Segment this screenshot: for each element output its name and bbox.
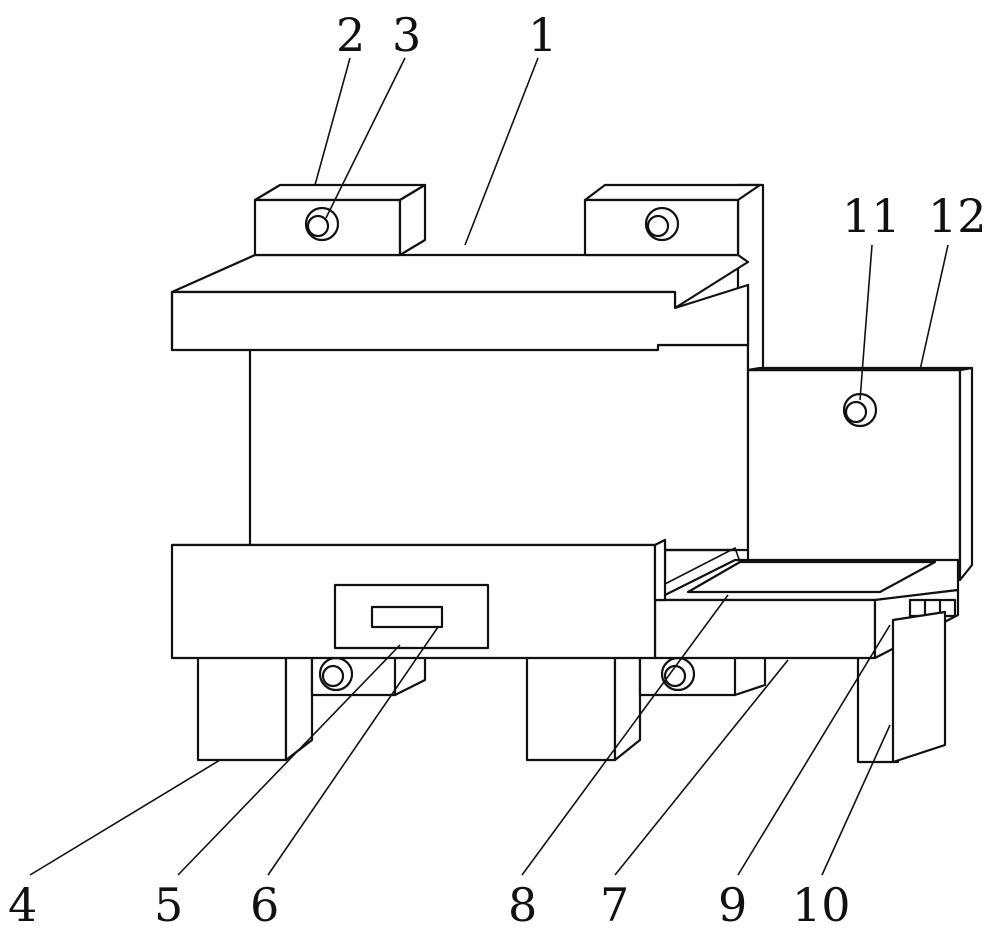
label-5: 5 [154, 878, 184, 932]
leg-front-left [196, 653, 314, 762]
bolt-leg-mid [660, 656, 696, 692]
bolt-top-left [304, 206, 340, 242]
label-3: 3 [392, 8, 422, 62]
label-2: 2 [336, 8, 366, 62]
label-10: 10 [792, 878, 851, 932]
label-11: 11 [842, 189, 901, 243]
label-6: 6 [250, 878, 280, 932]
bolt-top-right [644, 206, 680, 242]
label-12: 12 [928, 189, 987, 243]
flap-plate [891, 610, 947, 764]
label-4: 4 [8, 878, 38, 932]
drawer-handle [370, 605, 444, 629]
bolt-leg-left [318, 656, 354, 692]
leader-lines [29, 57, 949, 876]
label-8: 8 [508, 878, 538, 932]
leg-front-mid [525, 653, 642, 762]
leg-right [856, 643, 900, 764]
main-frame [170, 183, 765, 552]
label-1: 1 [528, 8, 558, 62]
top-clamp-block-left [253, 183, 427, 257]
label-9: 9 [718, 878, 748, 932]
bolt-side-plate [842, 392, 878, 428]
label-7: 7 [600, 878, 630, 932]
